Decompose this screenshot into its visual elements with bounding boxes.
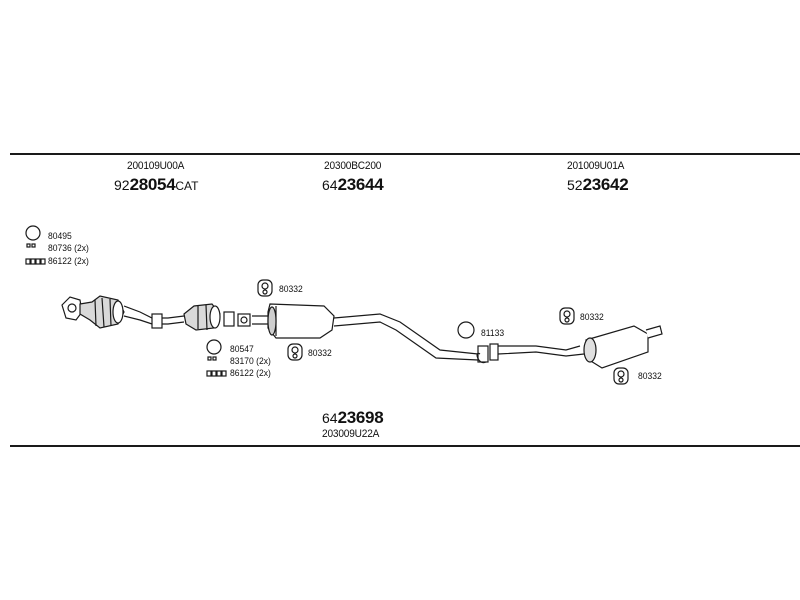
kit-top-ring-icon: [25, 225, 41, 241]
top-divider-line: [10, 153, 800, 155]
manifold-flange-icon: [61, 296, 83, 321]
middle-part-number: 6423644: [322, 175, 384, 194]
kit-mid-clamp-icon: [207, 356, 217, 361]
kit-top-ring-label: 80495: [48, 231, 72, 242]
front-section-code: 200109U00A: [127, 160, 185, 172]
rear-section-code: 201009U01A: [567, 160, 625, 172]
lower-part-number: 6423698: [322, 408, 384, 427]
middle-part-main: 23644: [337, 175, 384, 194]
kit-mid-bolts-icon: [206, 370, 227, 377]
middle-part-prefix: 64: [322, 177, 338, 193]
hanger-rear-bottom-label: 80332: [638, 371, 662, 382]
kit-mid-bolts-label: 86122 (2x): [230, 368, 271, 379]
intermediate-pipe-icon: [333, 313, 479, 361]
ring-intermediate-icon: [457, 321, 475, 339]
gasket-icon: [223, 311, 251, 327]
kit-mid-ring-icon: [206, 339, 222, 355]
kit-top-bolts-icon: [25, 258, 46, 265]
hanger-mid-bottom-icon: [287, 343, 303, 361]
hanger-mid-top-icon: [257, 279, 273, 297]
front-pipe-icon: [123, 305, 185, 329]
kit-top-clamp-icon: [26, 243, 36, 248]
bottom-divider-line: [10, 445, 800, 447]
front-catalytic-converter-icon: [79, 295, 125, 329]
hanger-rear-top-label: 80332: [580, 312, 604, 323]
lower-part-prefix: 64: [322, 410, 338, 426]
kit-top-bolts-label: 86122 (2x): [48, 256, 89, 267]
kit-mid-clamp-label: 83170 (2x): [230, 356, 271, 367]
second-catalytic-converter-icon: [183, 303, 221, 331]
kit-top-clamp-label: 80736 (2x): [48, 243, 89, 254]
hanger-mid-top-label: 80332: [279, 284, 303, 295]
hanger-rear-top-icon: [559, 307, 575, 325]
front-part-prefix: 92: [114, 177, 130, 193]
lower-part-main: 23698: [337, 408, 384, 427]
front-part-number: 9228054CAT: [114, 176, 198, 194]
front-part-main: 28054: [129, 175, 176, 194]
intermediate-joint-icon: [476, 343, 499, 364]
middle-resonator-icon: [252, 303, 335, 339]
rear-part-prefix: 52: [567, 177, 583, 193]
middle-section-code: 20300BC200: [324, 160, 382, 172]
hanger-mid-bottom-label: 80332: [308, 348, 332, 359]
rear-muffler-icon: [583, 325, 663, 369]
ring-intermediate-label: 81133: [481, 328, 505, 339]
kit-mid-ring-label: 80547: [230, 344, 254, 355]
rear-part-number: 5223642: [567, 175, 629, 194]
lower-section-code: 203009U22A: [322, 428, 380, 440]
rear-pipe-icon: [497, 345, 585, 357]
rear-part-main: 23642: [582, 175, 629, 194]
hanger-rear-bottom-icon: [613, 367, 629, 385]
front-part-suffix: CAT: [175, 179, 199, 193]
